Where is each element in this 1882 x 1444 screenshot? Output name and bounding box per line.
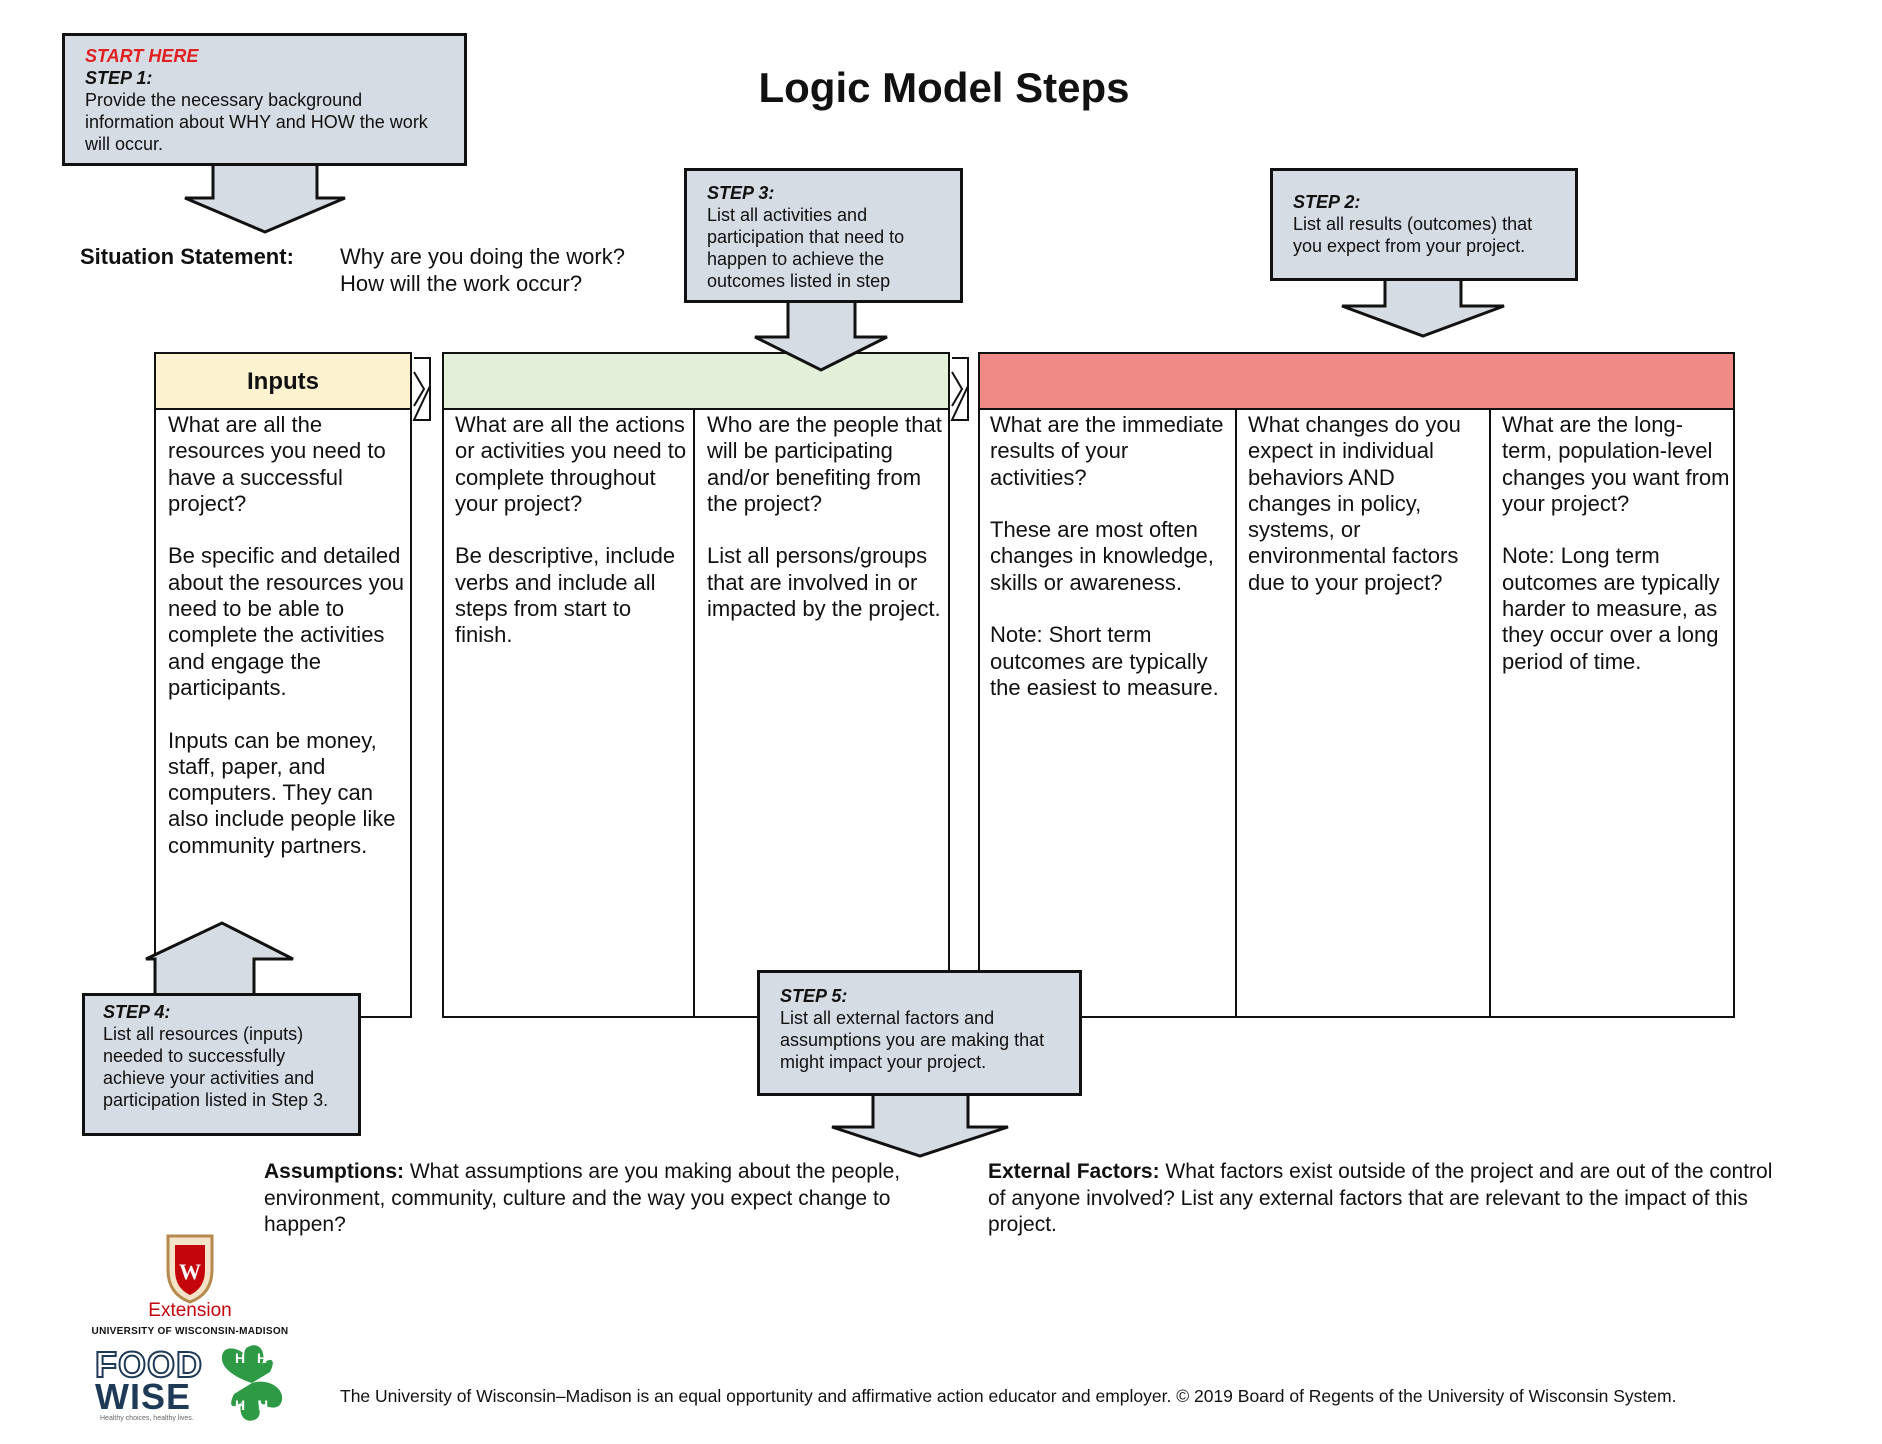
uw-madison-label: UNIVERSITY OF WISCONSIN-MADISON <box>91 1326 289 1337</box>
svg-text:W: W <box>179 1259 201 1284</box>
outputs-header <box>442 352 950 410</box>
external-factors-text: What factors exist outside of the projec… <box>988 1160 1773 1236</box>
assumptions-paragraph: Assumptions: What assumptions are you ma… <box>264 1159 904 1239</box>
svg-text:H: H <box>235 1397 245 1413</box>
extension-wordmark: Extension <box>148 1300 232 1321</box>
step5-label: STEP 5: <box>780 986 848 1006</box>
outcomes-header <box>978 352 1735 410</box>
assumptions-label: Assumptions: <box>264 1160 405 1183</box>
step4-text: List all resources (inputs) needed to su… <box>103 1024 329 1110</box>
external-factors-label: External Factors: <box>988 1160 1160 1183</box>
inputs-text: What are all the resources you need to h… <box>168 412 405 858</box>
outputs-divider <box>693 410 695 1018</box>
long-term-outcomes-text: What are the long-term, population-level… <box>1502 412 1730 674</box>
short-term-outcomes-text: What are the immediate results of your a… <box>990 412 1224 700</box>
step2-text: List all results (outcomes) that you exp… <box>1293 214 1533 256</box>
foodwise-tagline: Healthy choices, healthy lives. <box>100 1415 194 1422</box>
medium-term-outcomes-text: What changes do you expect in individual… <box>1248 412 1461 595</box>
situation-line2: How will the work occur? <box>340 271 583 296</box>
situation-label: Situation Statement: <box>80 244 294 269</box>
step2-callout: STEP 2: List all results (outcomes) that… <box>1270 168 1578 281</box>
page-title: Logic Model Steps <box>758 64 1130 111</box>
external-factors-paragraph: External Factors: What factors exist out… <box>988 1159 1788 1239</box>
outcomes-divider-2 <box>1489 410 1491 1018</box>
step3-text: List all activities and participation th… <box>707 205 905 291</box>
foodwise-wise: WISE <box>95 1376 192 1417</box>
inputs-header: Inputs <box>154 352 412 410</box>
activities-text: What are all the actions or activities y… <box>455 412 687 648</box>
assumptions-text: What assumptions are you making about th… <box>264 1160 901 1236</box>
foodwise-food: FOOD <box>94 1344 203 1385</box>
step4-callout: STEP 4: List all resources (inputs) need… <box>82 993 361 1136</box>
inputs-body <box>154 408 412 1018</box>
step4-label: STEP 4: <box>103 1002 171 1022</box>
step1-text: Provide the necessary background informa… <box>85 90 428 154</box>
footer-text: The University of Wisconsin–Madison is a… <box>340 1386 1677 1406</box>
step1-label: STEP 1: <box>85 68 153 88</box>
start-here-label: START HERE <box>85 46 199 66</box>
step3-label: STEP 3: <box>707 183 775 203</box>
step3-callout: STEP 3: List all activities and particip… <box>684 168 963 303</box>
svg-text:H: H <box>258 1397 268 1413</box>
svg-text:H: H <box>235 1350 245 1366</box>
outputs-body <box>442 408 950 1018</box>
situation-line1: Why are you doing the work? <box>340 244 625 269</box>
outcomes-body <box>978 408 1735 1018</box>
outcomes-divider-1 <box>1235 410 1237 1018</box>
participation-text: Who are the people that will be particip… <box>707 412 942 622</box>
step5-callout: STEP 5: List all external factors and as… <box>757 970 1082 1096</box>
svg-text:H: H <box>257 1350 267 1366</box>
step1-callout: START HERE STEP 1: Provide the necessary… <box>62 33 467 166</box>
step2-label: STEP 2: <box>1293 192 1361 212</box>
step5-text: List all external factors and assumption… <box>780 1008 1045 1072</box>
